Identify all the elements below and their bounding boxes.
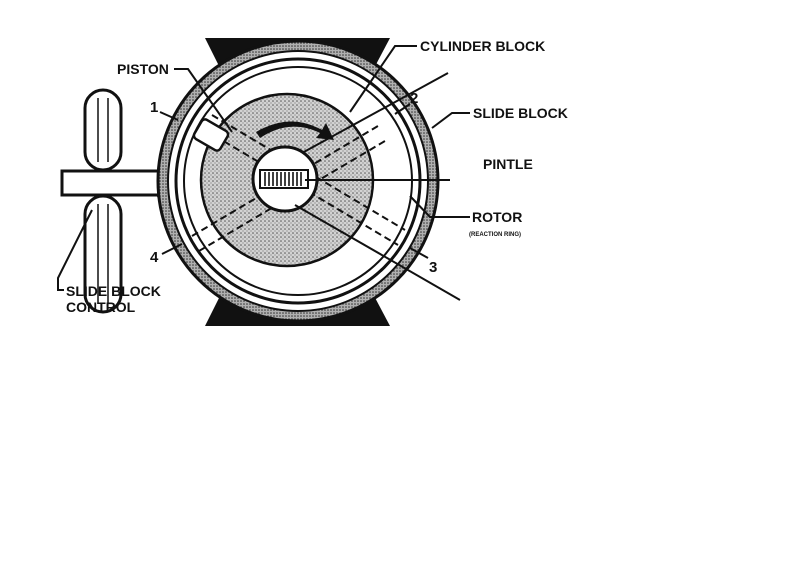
rotor-label: ROTOR xyxy=(472,209,522,225)
reaction-ring-label: (REACTION RING) xyxy=(469,232,521,238)
slide-block-control-handle xyxy=(60,88,177,314)
position-number-4: 4 xyxy=(150,249,159,266)
rotation-arrow xyxy=(256,121,334,140)
slide-block-control-label-line1: SLIDE BLOCK xyxy=(66,283,161,299)
piston xyxy=(192,118,230,152)
position-number-1: 1 xyxy=(150,99,158,116)
pintle-label: PINTLE xyxy=(483,156,533,172)
slide-block-control-label-line2: CONTROL xyxy=(66,299,136,315)
cylinder-block-label: CYLINDER BLOCK xyxy=(420,38,545,54)
piston-label: PISTON xyxy=(117,61,169,77)
position-number-2: 2 xyxy=(410,90,418,107)
position-number-3: 3 xyxy=(429,259,437,276)
leader-lines xyxy=(57,45,470,301)
slide-block-label: SLIDE BLOCK xyxy=(473,105,568,121)
